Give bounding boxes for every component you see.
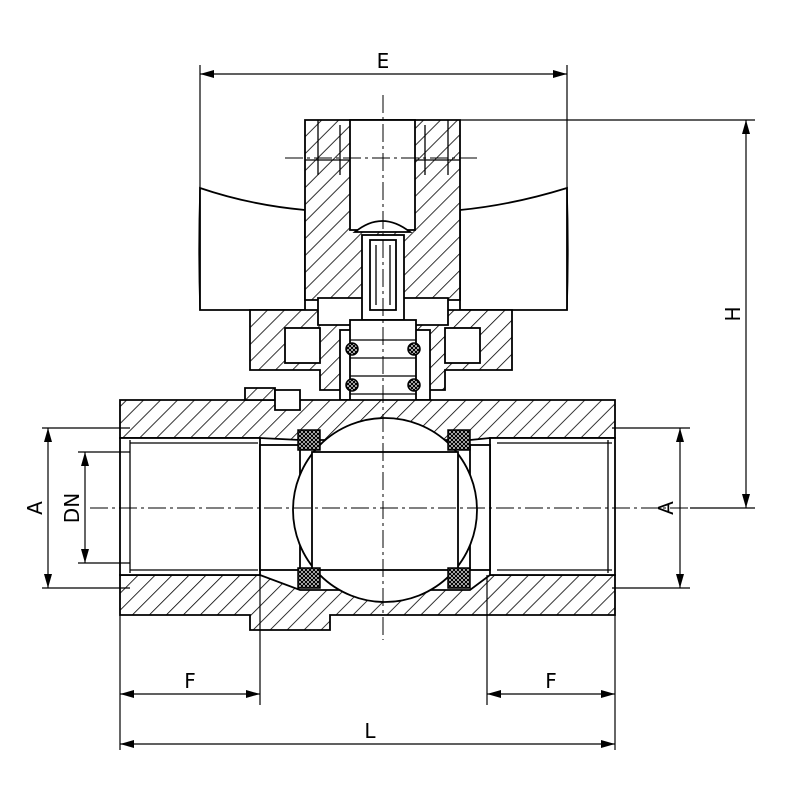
dimension-h: H [460,119,755,509]
label-a-left: A [23,501,47,515]
label-e: E [377,49,390,73]
dimension-f-left: F [119,575,261,750]
dimension-f-right: F [486,575,616,750]
valve-body [119,387,616,631]
center-lines [90,95,690,640]
label-h: H [721,306,745,321]
label-l: L [364,719,376,743]
label-a-right: A [654,501,678,515]
dimension-a-right: A [612,427,690,589]
dimension-l: L [120,719,615,748]
dimension-a-left: A [23,427,130,589]
label-dn: DN [60,493,84,523]
label-f-right: F [545,669,557,693]
dimension-e: E [199,49,568,188]
label-f-left: F [184,669,196,693]
dimension-dn: DN [60,451,130,564]
